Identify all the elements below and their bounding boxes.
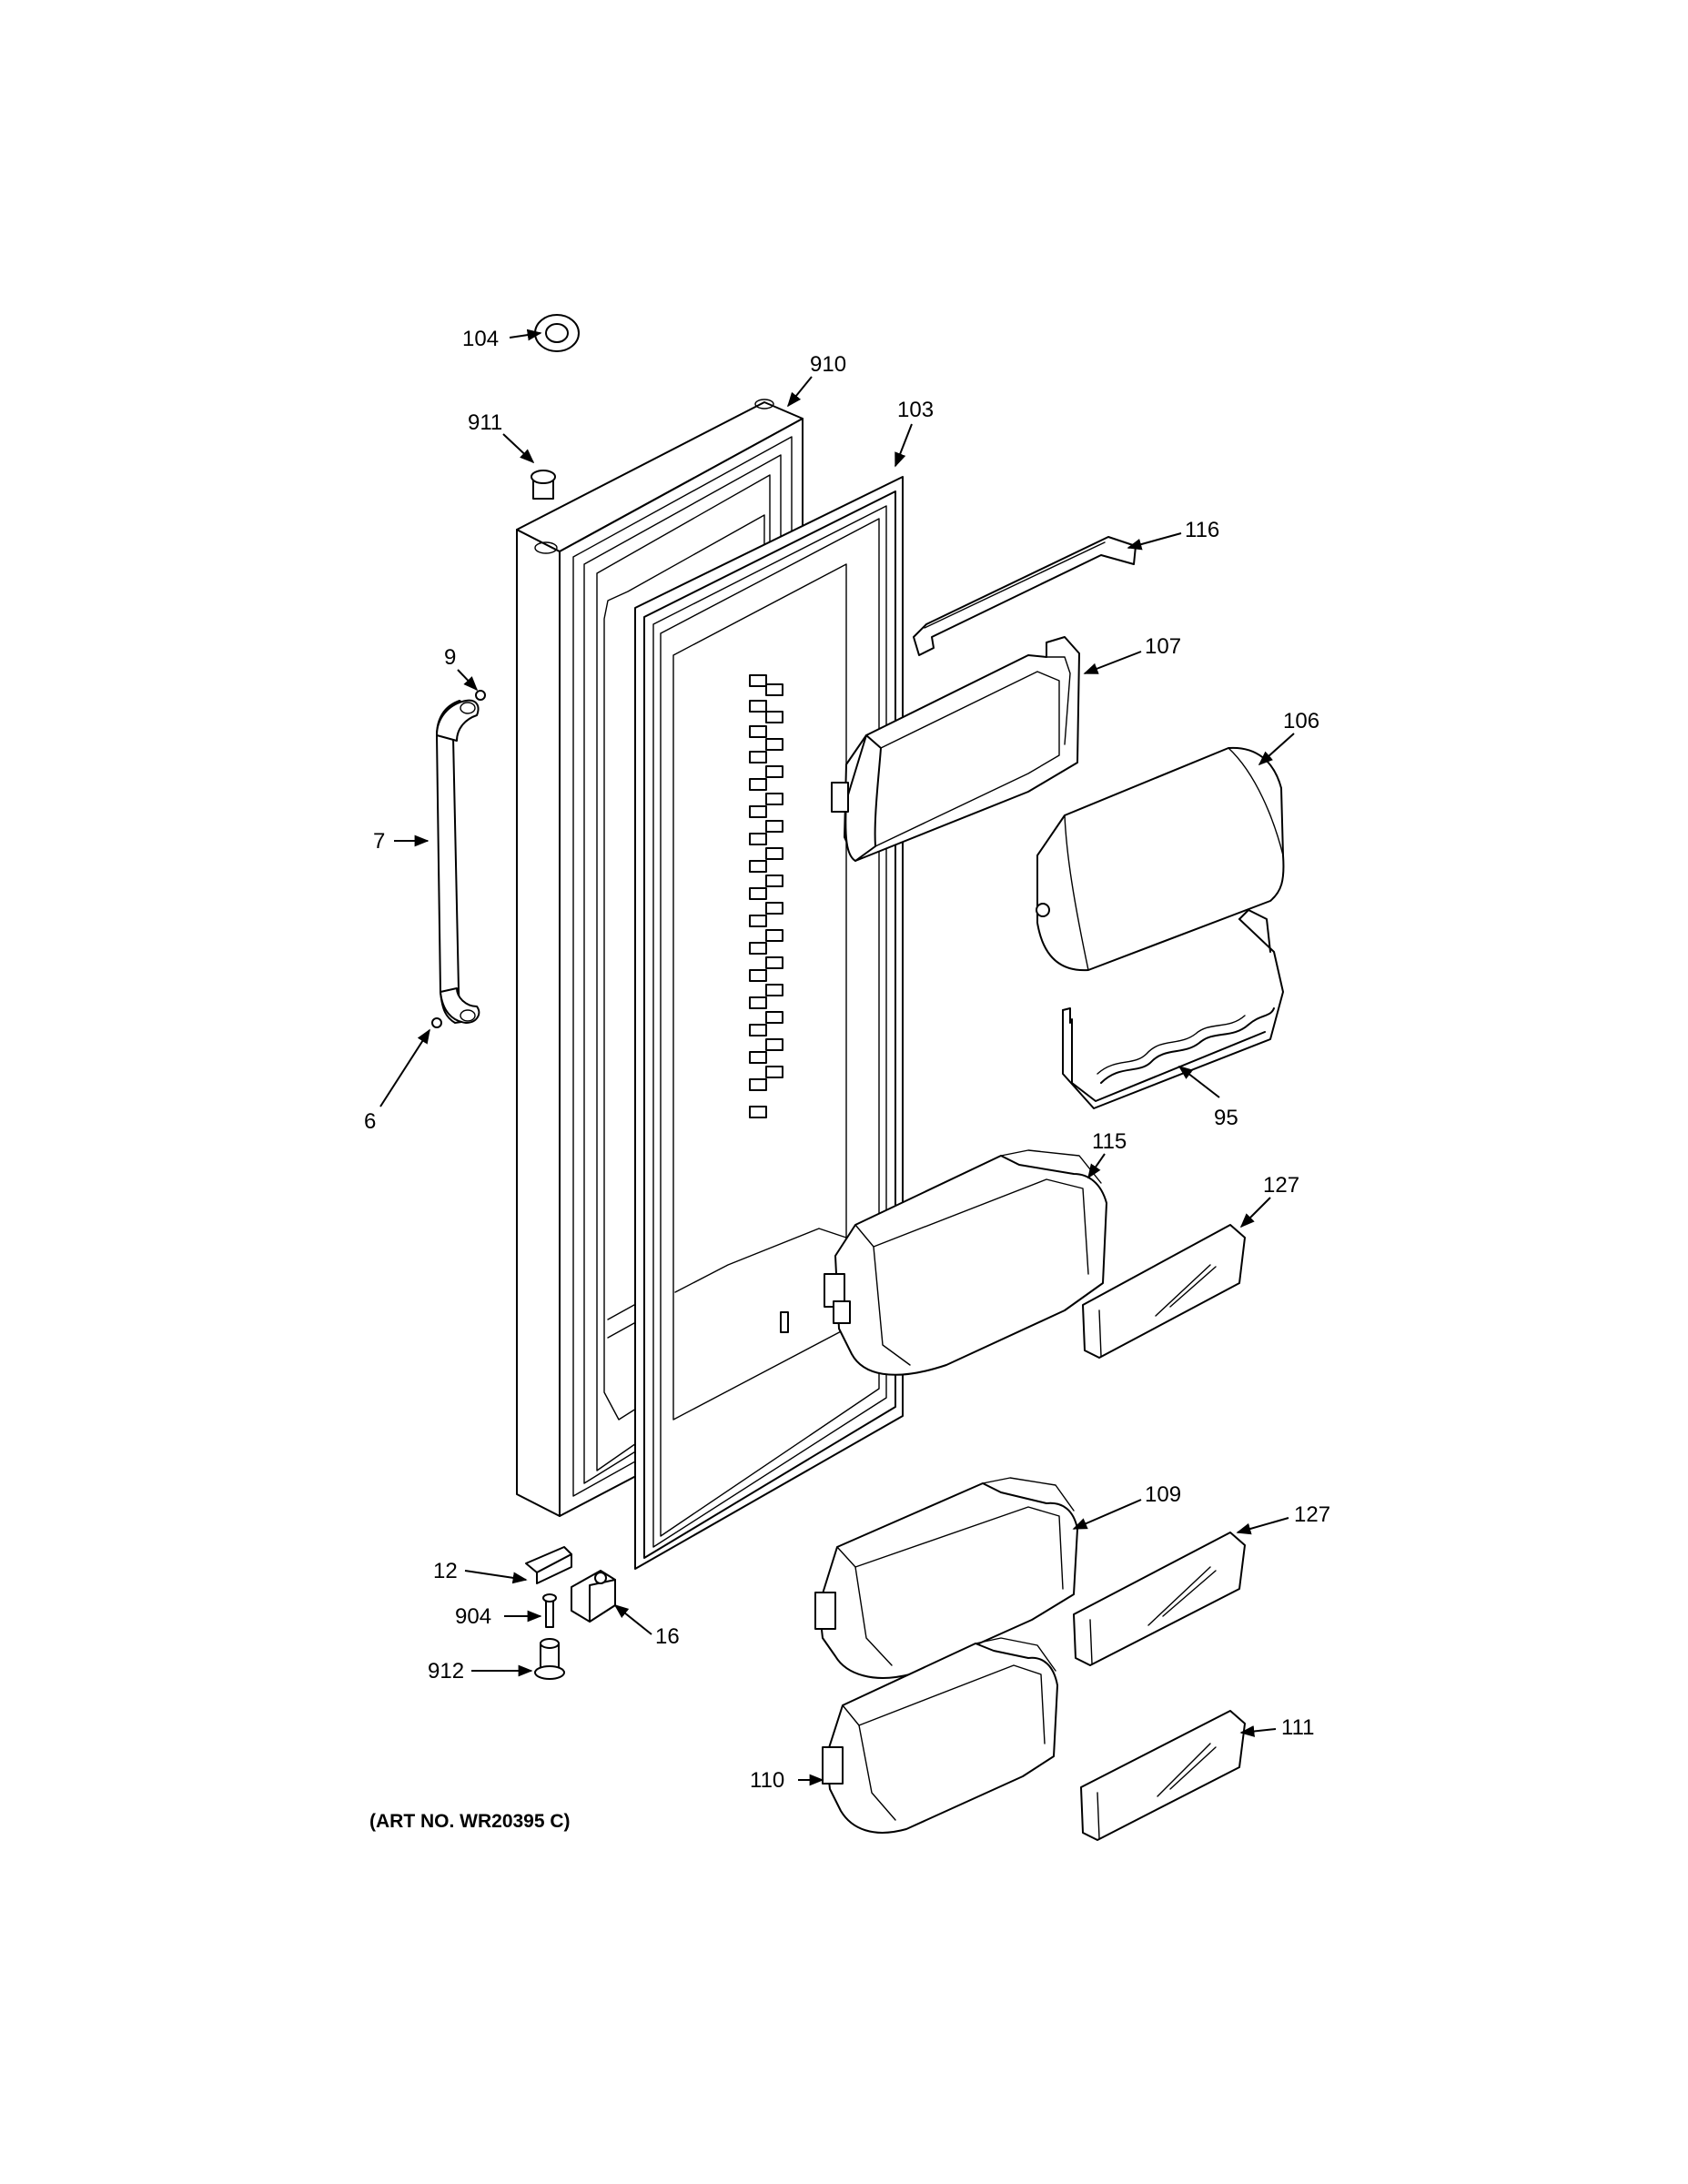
washer-104-part — [534, 314, 580, 352]
callout-12: 12 — [433, 1559, 458, 1583]
callout-904: 904 — [455, 1604, 491, 1629]
cover-106-part — [1036, 746, 1285, 972]
callout-911: 911 — [468, 410, 502, 435]
bin-110-part — [822, 1637, 1058, 1834]
handle-part — [436, 699, 480, 1024]
callout-110: 110 — [750, 1768, 784, 1793]
bin-115-part — [824, 1149, 1107, 1376]
callout-115: 115 — [1092, 1129, 1127, 1154]
callout-106: 106 — [1283, 709, 1319, 733]
bin-front-127-lower-part — [1073, 1532, 1246, 1666]
screw-9-part — [475, 690, 486, 701]
leader-lines — [379, 329, 1295, 1786]
callout-109: 109 — [1145, 1482, 1181, 1507]
bin-front-111-part — [1080, 1710, 1246, 1841]
art-number: (ART NO. WR20395 C) — [369, 1811, 571, 1832]
bin-front-127-upper-part — [1082, 1224, 1246, 1359]
callout-103: 103 — [897, 398, 934, 422]
callout-95: 95 — [1214, 1106, 1238, 1130]
stop-bracket-16-part — [571, 1570, 616, 1623]
callout-16: 16 — [655, 1624, 680, 1649]
callout-127-lower: 127 — [1294, 1502, 1330, 1527]
callout-116: 116 — [1185, 518, 1219, 542]
bushing-911-part — [531, 470, 556, 500]
hinge-plate-12-part — [525, 1546, 572, 1584]
callout-9: 9 — [444, 645, 456, 670]
screw-904-part — [542, 1593, 557, 1628]
callout-127-upper: 127 — [1263, 1173, 1299, 1198]
bin-107-part — [831, 636, 1080, 862]
door-gasket-part — [634, 476, 904, 1570]
bin-109-part — [814, 1477, 1078, 1679]
callout-104: 104 — [462, 327, 499, 351]
bushing-912-part — [534, 1638, 565, 1680]
callout-111: 111 — [1281, 1715, 1314, 1740]
screw-6-part — [431, 1017, 442, 1028]
callout-7: 7 — [373, 829, 385, 854]
callout-910: 910 — [810, 352, 846, 377]
callout-6: 6 — [364, 1109, 376, 1134]
callout-912: 912 — [428, 1659, 464, 1684]
callout-107: 107 — [1145, 634, 1181, 659]
shelf-rib-column — [749, 674, 783, 1118]
bin-rail-116-part — [913, 536, 1137, 656]
callout-labels: 104 910 911 103 116 107 106 9 7 6 95 115… — [364, 327, 1330, 1793]
